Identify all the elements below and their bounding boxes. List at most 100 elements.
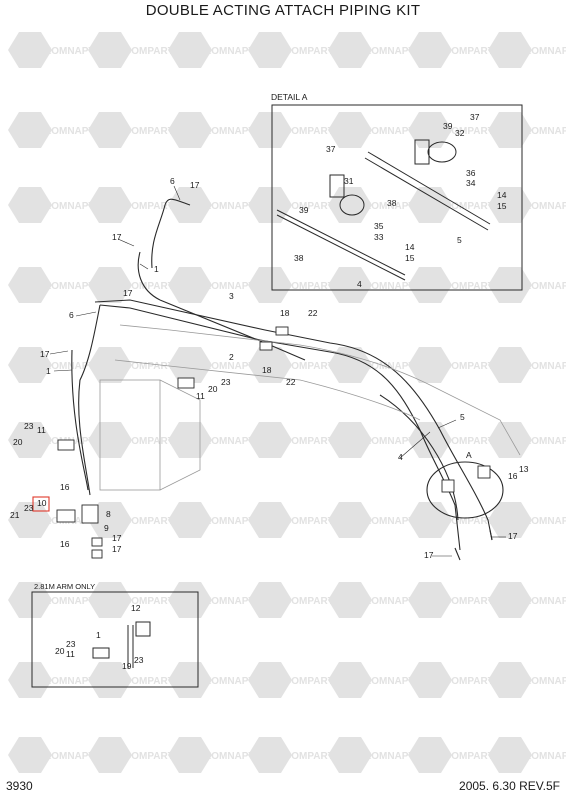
watermark-text: KOMNAPT [524, 676, 566, 687]
watermark-hex-icon [8, 582, 52, 618]
leader-line [49, 350, 69, 355]
watermark-text: KOMNAPT [524, 126, 566, 137]
watermark-text: KOMNAPT [44, 126, 95, 137]
revision-date: 2005. 6.30 REV.5F [459, 779, 560, 793]
watermark-hex-icon [408, 187, 452, 223]
watermark-hex-icon [88, 737, 132, 773]
watermark-text: KOMNAPT [44, 281, 95, 292]
arm-body [99, 379, 161, 491]
watermark-hex-icon [248, 582, 292, 618]
watermark-text: KOMNAPT [204, 751, 255, 762]
watermark-text: KOMNAPT [44, 361, 95, 372]
watermark-hex-icon [168, 582, 212, 618]
inset-label: 2.81M ARM ONLY [34, 582, 95, 591]
callout: 38 [294, 253, 304, 263]
watermark-text: COMPART [284, 201, 334, 212]
watermark-hex-icon [408, 502, 452, 538]
watermark-hex-icon [488, 582, 532, 618]
clamp-11-a [177, 377, 195, 389]
watermark-text: KOMNAPT [524, 201, 566, 212]
watermark-hex-icon [248, 112, 292, 148]
hose-left-vertical [78, 304, 101, 496]
detail-pipe-upper-2 [367, 151, 491, 225]
watermark-text: COMPART [444, 281, 494, 292]
watermark-text: KOMNAPT [204, 126, 255, 137]
hose-1-lower [137, 251, 161, 301]
watermark-text: COMPART [124, 436, 174, 447]
watermark-text: COMPART [444, 201, 494, 212]
callout: 23 [66, 639, 76, 649]
hose-left-2 [71, 349, 89, 491]
callout: 34 [466, 178, 476, 188]
watermark-text: COMPART [124, 751, 174, 762]
watermark-text: COMPART [124, 596, 174, 607]
hose-1-upper [151, 198, 191, 269]
callout: 5 [457, 235, 462, 245]
watermark-hex-icon [88, 32, 132, 68]
watermark-text: COMPART [444, 126, 494, 137]
callout: 31 [344, 176, 354, 186]
callout: 37 [326, 144, 336, 154]
watermark-text: COMPART [284, 516, 334, 527]
watermark-hex-icon [408, 737, 452, 773]
callout: 23 [24, 421, 34, 431]
watermark-hex-icon [168, 502, 212, 538]
watermark-text: COMPART [124, 361, 174, 372]
watermark-text: COMPART [444, 516, 494, 527]
callout: 32 [455, 128, 465, 138]
watermark-text: COMPART [284, 596, 334, 607]
callout: 12 [131, 603, 141, 613]
watermark-hex-icon [8, 737, 52, 773]
callout: 16 [60, 539, 70, 549]
callout: 14 [405, 242, 415, 252]
watermark-hex-icon [88, 267, 132, 303]
watermark-hex-icon [8, 422, 52, 458]
fitting-17 [91, 549, 103, 559]
watermark-text: COMPART [284, 676, 334, 687]
watermark-hex-icon [408, 582, 452, 618]
callout: 17 [508, 531, 518, 541]
detail-bracket-upper [414, 139, 430, 165]
callout: 39 [443, 121, 453, 131]
inset-frame [31, 591, 199, 688]
callout-highlight [32, 496, 50, 512]
callout: 22 [286, 377, 296, 387]
watermark-text: COMPART [124, 126, 174, 137]
callout: 1 [96, 630, 101, 640]
watermark-hex-icon [488, 662, 532, 698]
watermark-text: COMPART [124, 676, 174, 687]
callout: 8 [106, 509, 111, 519]
watermark-text: KOMNAPT [524, 361, 566, 372]
watermark-hex-icon [488, 187, 532, 223]
watermark-hex-icon [168, 112, 212, 148]
watermark-hex-icon [488, 267, 532, 303]
callout: 15 [497, 201, 507, 211]
watermark-text: KOMNAPT [44, 201, 95, 212]
watermark-text: COMPART [444, 361, 494, 372]
watermark-hex-icon [168, 422, 212, 458]
watermark-text: KOMNAPT [44, 46, 95, 57]
watermark-hex-icon [168, 32, 212, 68]
watermark-text: KOMNAPT [204, 281, 255, 292]
watermark-text: KOMNAPT [204, 676, 255, 687]
watermark-hex-icon [248, 662, 292, 698]
watermark-text: KOMNAPT [524, 751, 566, 762]
callout: 35 [374, 221, 384, 231]
detail-pipe-lower [276, 214, 406, 281]
callout: 19 [122, 661, 132, 671]
watermark-hex-icon [248, 267, 292, 303]
watermark-hex-icon [328, 582, 372, 618]
inset-parts [92, 621, 151, 668]
watermark-text: COMPART [124, 201, 174, 212]
watermark-hex-icon [248, 32, 292, 68]
callout: 3 [229, 291, 234, 301]
callout-layer: 6 17 17 1 17 3 6 18 22 2 17 1 18 22 23 1… [10, 112, 529, 671]
detail-a-circle [426, 461, 504, 519]
detail-valve-upper [427, 141, 457, 163]
watermark-hex-icon [408, 32, 452, 68]
callout: 6 [69, 310, 74, 320]
watermark-text: KOMNAPT [44, 676, 95, 687]
watermark-hex-icon [328, 267, 372, 303]
callout: 17 [40, 349, 50, 359]
